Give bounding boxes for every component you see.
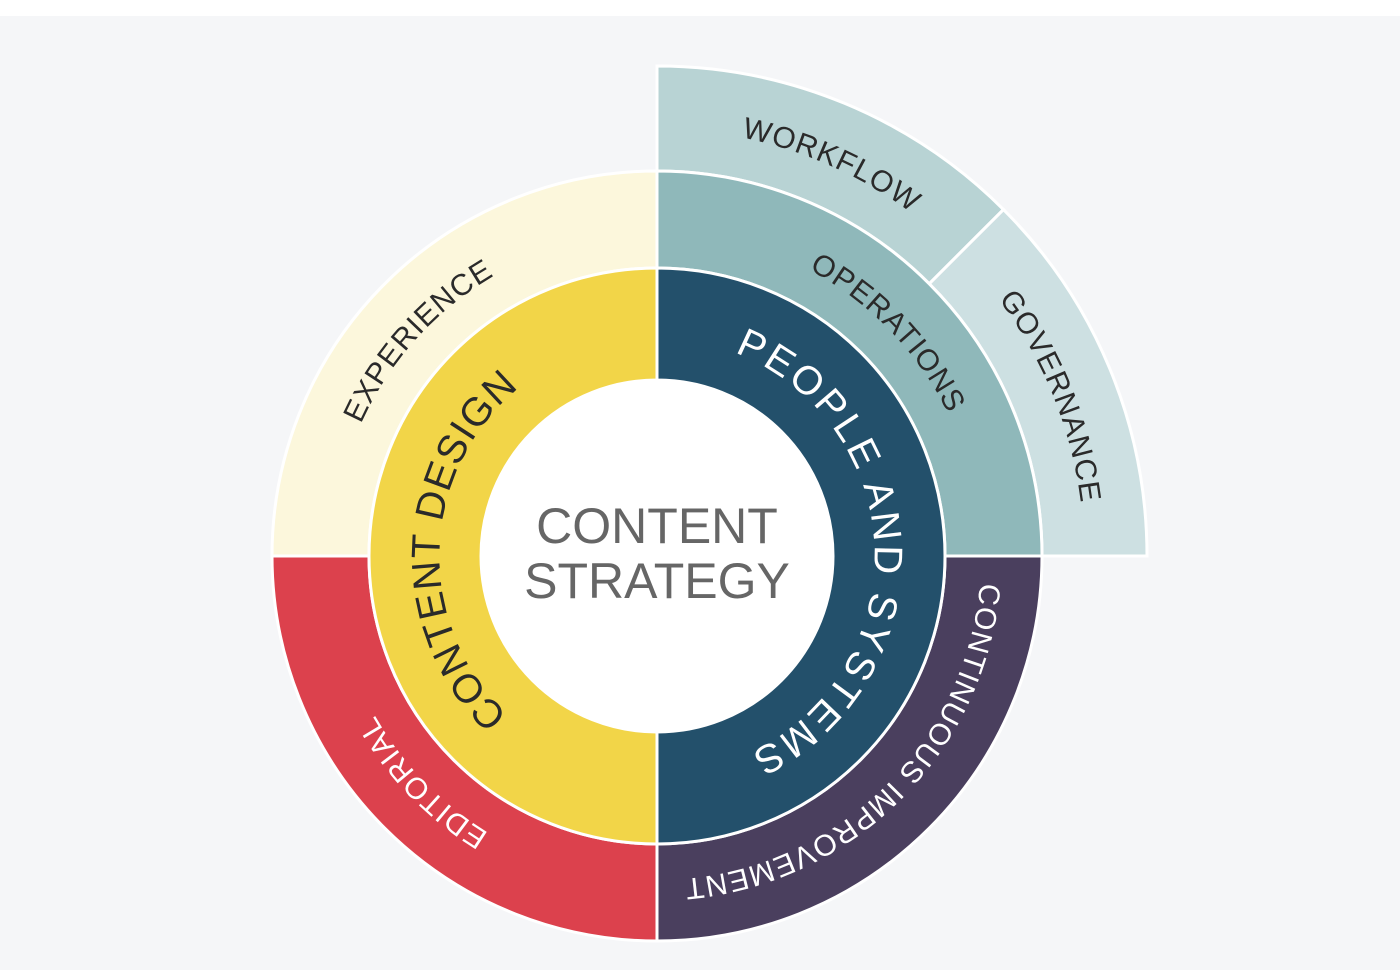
center-circle bbox=[481, 380, 833, 732]
center-title-line2: STRATEGY bbox=[524, 553, 790, 609]
center-title-line1: CONTENT bbox=[536, 498, 778, 554]
